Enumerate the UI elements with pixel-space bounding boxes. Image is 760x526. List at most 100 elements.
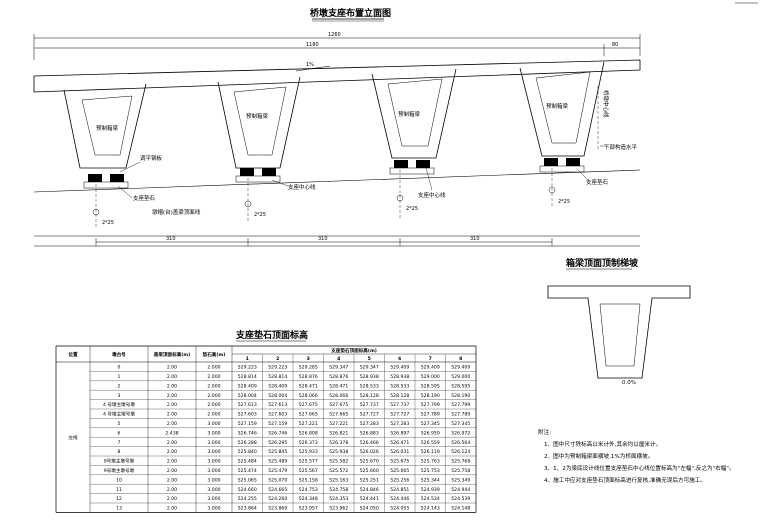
table-cell-pier: 5: [118, 421, 121, 427]
table-cell-value: 528.938: [360, 374, 379, 380]
table-cell-pier: 10: [116, 477, 122, 483]
bearing-pad-label: 支座垫石: [133, 194, 156, 202]
table-cell-pier: 4 号墩主墩号墩: [103, 401, 135, 408]
pier-cap: 墩帽(台)盖梁顶面线: [33, 169, 641, 247]
table-cell-value: 524.539: [451, 496, 470, 502]
box-girder-2: 预制箱梁: [217, 76, 301, 169]
main-title: 桥墩支座布置立面图: [310, 7, 391, 19]
bridge-center-label: 桥墩中心线: [602, 90, 610, 118]
table-cell-c3: 2.00: [167, 412, 177, 418]
table-cell-value: 525.753: [421, 468, 440, 474]
table-cell-c3: 2.00: [167, 374, 177, 380]
table-cell-value: 525.158: [299, 477, 318, 483]
table-cell-value: 527.799: [451, 402, 470, 408]
table-cell-value: 529.000: [421, 374, 440, 380]
deck-slab: 1%: [33, 59, 641, 93]
table-cell-value: 525.670: [360, 459, 379, 465]
table-cell-value: 526.559: [421, 440, 440, 446]
table-cell-c3: 2.00: [167, 496, 177, 502]
table-cell-value: 523.864: [238, 506, 257, 512]
header-position: 位置: [68, 351, 78, 358]
notes: 附注: 1、图中尺寸除标高以米计外,其余均以厘米计。 2、图中为预制箱梁面横坡,…: [538, 428, 735, 484]
table-cell-value: 528.128: [360, 393, 379, 399]
table-cell-value: 528.066: [329, 393, 348, 399]
table-cell-value: 529.347: [360, 365, 379, 371]
table-cell-value: 523.957: [299, 506, 318, 512]
table-cell-c3: 2.00: [167, 402, 177, 408]
section-slope-label: 0.0%: [622, 380, 636, 386]
table-cell-c4: 3.000: [207, 440, 220, 446]
table-cell-value: 524.758: [329, 487, 348, 493]
dim-bottom-c: 310: [470, 236, 480, 242]
small-dim-b: 2*25: [254, 212, 266, 218]
table-cell-value: 529.223: [268, 365, 287, 371]
table-cell-value: 524.353: [329, 496, 348, 502]
box4-label: 预制箱梁: [546, 102, 569, 110]
table-cell-value: 529.347: [329, 365, 348, 371]
table-cell-c4: 3.000: [207, 459, 220, 465]
table-cell-pier: 1: [118, 374, 121, 380]
header-sub-col: 4: [337, 356, 340, 362]
header-sub-col: 7: [429, 356, 432, 362]
table-cell-c4: 3.000: [207, 468, 220, 474]
table-cell-pier: 4 号墩主墩号墩: [103, 411, 135, 418]
table-cell-pier: 9号墩主墩号墩: [104, 458, 135, 465]
box-girder-1: 预制箱梁: [63, 83, 147, 169]
header-c4: 垫石高(m): [203, 351, 226, 358]
table-cell-value: 525.763: [421, 459, 440, 465]
table-cell-value: 525.349: [451, 477, 470, 483]
table-cell-value: 529.409: [390, 365, 409, 371]
small-dim-d: 2*25: [558, 199, 570, 205]
table-cell-value: 524.441: [360, 496, 379, 502]
table-cell-value: 525.070: [268, 477, 287, 483]
table-cell-c4: 2.000: [207, 383, 220, 389]
table-cell-value: 526.026: [360, 449, 379, 455]
table-cell-value: 528.004: [238, 393, 257, 399]
table-cell-c3: 2.00: [167, 383, 177, 389]
table-cell-value: 528.004: [268, 393, 287, 399]
table-cell-pier: 7: [118, 440, 121, 446]
dim-bottom-b: 310: [318, 236, 328, 242]
table-cell-value: 526.564: [451, 440, 470, 446]
table-cell-value: 525.572: [329, 468, 348, 474]
table-cell-value: 525.938: [329, 449, 348, 455]
table-cell-pier: 2: [118, 383, 121, 389]
header-sub-col: 6: [398, 356, 401, 362]
table-cell-pier: 3: [118, 393, 121, 399]
elevation-table: 支座垫石顶面标高 位置墩台号盖梁顶面标高(m)垫石高(m)支座垫石顶面标高(m)…: [55, 329, 477, 513]
table-cell-value: 527.345: [451, 421, 470, 427]
dim-top-right: 80: [612, 42, 618, 48]
table-cell-value: 525.344: [421, 477, 440, 483]
table-cell-c3: 2.00: [167, 421, 177, 427]
table-cell-value: 527.221: [299, 421, 318, 427]
header-c3: 盖梁顶面标高(m): [154, 351, 191, 358]
table-cell-value: 527.283: [390, 421, 409, 427]
note-1: 1、图中尺寸除标高以米计外,其余均以厘米计。: [544, 440, 661, 448]
table-cell-c3: 2.00: [167, 477, 177, 483]
table-cell-c4: 3.000: [207, 430, 220, 436]
table-cell-value: 526.808: [299, 430, 318, 436]
table-cell-value: 529.223: [238, 365, 257, 371]
table-cell-c4: 3.000: [207, 506, 220, 512]
table-cell-c3: 2.00: [167, 506, 177, 512]
note-2: 2、图中为预制箱梁面横坡,1%为桥面横坡。: [544, 452, 653, 460]
table-cell-value: 524.846: [360, 487, 379, 493]
table-cell-value: 526.746: [268, 430, 287, 436]
table-cell-value: 529.409: [421, 365, 440, 371]
table-cell-value: 528.409: [238, 383, 257, 389]
table-cell-value: 527.727: [360, 412, 379, 418]
section-title: 箱梁顶面顶制梯坡: [566, 257, 639, 269]
table-cell-c3: 2.00: [167, 440, 177, 446]
table-cell-c4: 2.000: [207, 412, 220, 418]
table-cell-value: 524.143: [421, 506, 440, 512]
dim-top-total: 1260: [328, 32, 341, 38]
table-cell-value: 525.933: [299, 449, 318, 455]
table-cell-value: 525.065: [238, 477, 257, 483]
table-cell-value: 525.256: [390, 477, 409, 483]
table-cell-value: 528.128: [390, 393, 409, 399]
box3-label: 预制箱梁: [398, 110, 421, 118]
table-cell-value: 528.533: [390, 383, 409, 389]
table-cell-value: 528.190: [421, 393, 440, 399]
table-cell-c4: 3.000: [207, 421, 220, 427]
table-cell-c4: 3.000: [207, 487, 220, 493]
